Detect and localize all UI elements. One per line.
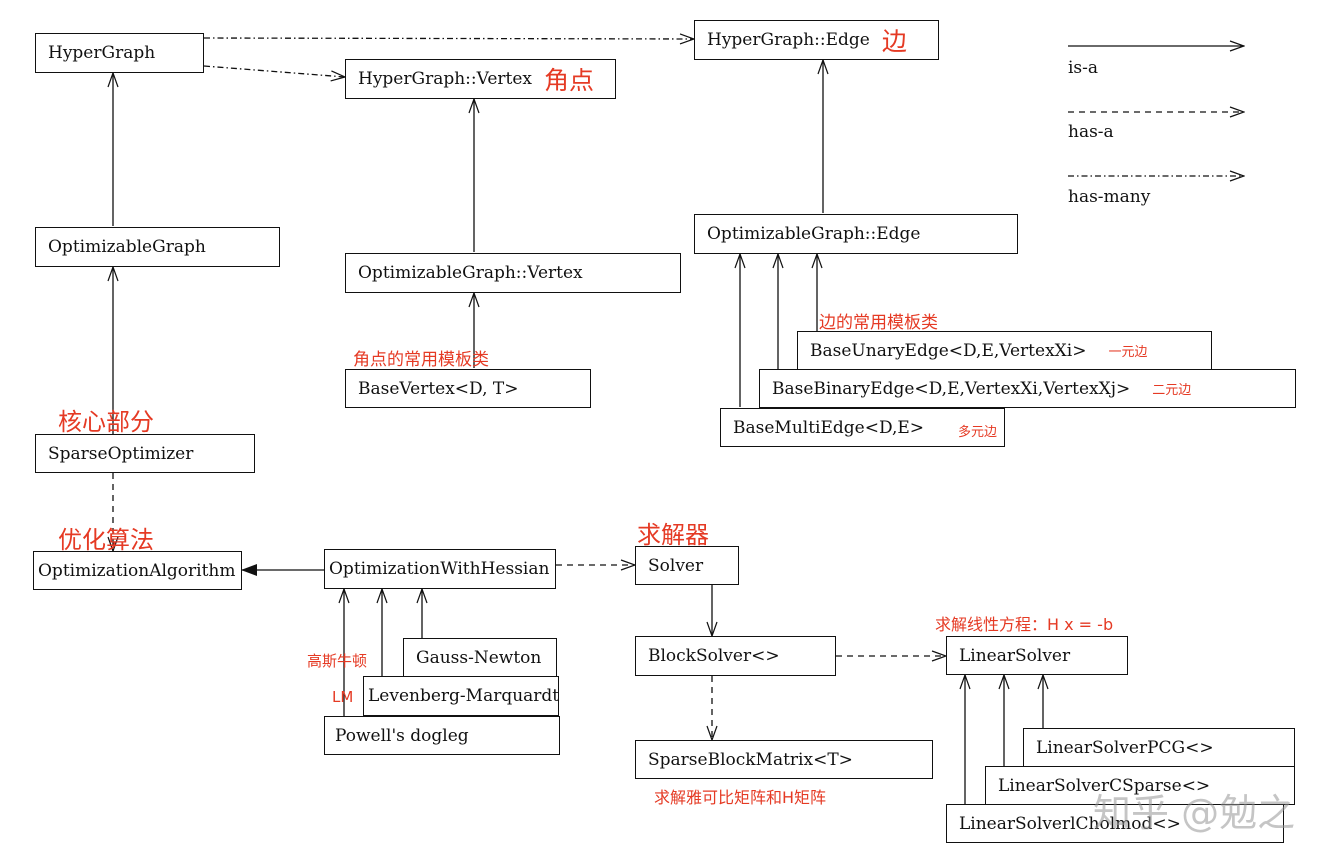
node-label: BaseBinaryEdge<D,E,VertexXi,VertexXj> xyxy=(772,378,1131,399)
node-label: OptimizableGraph::Edge xyxy=(707,224,921,244)
node-linear-solver-pcg[interactable]: LinearSolverPCG<> xyxy=(1023,728,1295,767)
annotation-jacobian: 求解雅可比矩阵和H矩阵 xyxy=(654,788,827,807)
annotation-edge: 边 xyxy=(881,27,907,56)
legend-has-many: has-many xyxy=(1068,187,1151,207)
node-base-binary-edge[interactable]: BaseBinaryEdge<D,E,VertexXi,VertexXj> 二元边 xyxy=(759,369,1296,408)
node-label: BaseMultiEdge<D,E> xyxy=(733,417,925,438)
node-label: OptimizableGraph xyxy=(48,237,206,257)
node-label: BlockSolver<> xyxy=(648,646,780,666)
node-sparse-block-matrix[interactable]: SparseBlockMatrix<T> xyxy=(635,740,933,779)
node-label: LinearSolverPCG<> xyxy=(1036,737,1214,758)
annotation-linear-equation: 求解线性方程：H x = -b xyxy=(935,615,1114,634)
annotation-vertex-templates: 角点的常用模板类 xyxy=(353,350,489,370)
node-label: HyperGraph::Vertex xyxy=(358,69,533,89)
legend-has-a: has-a xyxy=(1068,122,1114,142)
watermark: 知乎 @勉之 xyxy=(1093,791,1296,835)
node-base-vertex[interactable]: BaseVertex<D, T> xyxy=(345,369,591,408)
node-label: Powell's dogleg xyxy=(335,725,469,746)
node-optimization-with-hessian[interactable]: OptimizationWithHessian xyxy=(324,549,556,589)
node-hypergraph-edge[interactable]: HyperGraph::Edge 边 xyxy=(694,20,939,60)
node-label: OptimizationAlgorithm xyxy=(38,560,236,581)
node-optimizable-graph-edge[interactable]: OptimizableGraph::Edge xyxy=(694,214,1018,254)
edge-hypergraph-hgedge xyxy=(203,38,694,39)
node-optimizable-graph[interactable]: OptimizableGraph xyxy=(35,227,280,267)
node-label: BaseVertex<D, T> xyxy=(358,378,519,399)
annotation-lm: LM xyxy=(332,688,354,706)
node-base-multi-edge[interactable]: BaseMultiEdge<D,E> 多元边 xyxy=(720,408,1005,447)
annotation-solver: 求解器 xyxy=(637,521,709,549)
annotation-binary: 二元边 xyxy=(1152,383,1192,398)
node-label: LinearSolverCSparse<> xyxy=(998,775,1211,796)
node-optimization-algorithm[interactable]: OptimizationAlgorithm xyxy=(33,551,242,590)
annotation-optimization-algorithm: 优化算法 xyxy=(58,526,154,554)
node-label: Gauss-Newton xyxy=(416,647,542,668)
node-label: SparseOptimizer xyxy=(48,443,194,464)
node-label: LinearSolver xyxy=(959,645,1071,666)
node-linear-solver[interactable]: LinearSolver xyxy=(946,636,1128,675)
node-base-unary-edge[interactable]: BaseUnaryEdge<D,E,VertexXi> 一元边 xyxy=(797,331,1212,370)
node-label: LinearSolverlCholmod<> xyxy=(959,813,1181,834)
node-hypergraph[interactable]: HyperGraph xyxy=(35,33,204,73)
node-label: Levenberg-Marquardt xyxy=(368,686,560,706)
node-levenberg-marquardt[interactable]: Levenberg-Marquardt xyxy=(363,676,559,716)
annotation-gauss-newton: 高斯牛顿 xyxy=(307,652,368,670)
node-linear-solver-cholmod[interactable]: LinearSolverlCholmod<> xyxy=(946,804,1284,843)
annotation-unary: 一元边 xyxy=(1108,345,1148,360)
node-sparse-optimizer[interactable]: SparseOptimizer xyxy=(35,434,255,473)
node-label: Solver xyxy=(648,555,704,576)
node-label: OptimizableGraph::Vertex xyxy=(358,263,583,283)
node-powell-dogleg[interactable]: Powell's dogleg xyxy=(324,716,560,755)
node-label: BaseUnaryEdge<D,E,VertexXi> xyxy=(810,340,1087,361)
node-gauss-newton[interactable]: Gauss-Newton xyxy=(403,638,557,677)
annotation-edge-templates: 边的常用模板类 xyxy=(819,313,938,333)
node-linear-solver-csparse[interactable]: LinearSolverCSparse<> xyxy=(985,766,1295,805)
legend-is-a: is-a xyxy=(1068,58,1099,78)
node-solver[interactable]: Solver xyxy=(635,546,739,585)
node-optimizable-graph-vertex[interactable]: OptimizableGraph::Vertex xyxy=(345,253,681,293)
node-hypergraph-vertex[interactable]: HyperGraph::Vertex 角点 xyxy=(345,59,616,99)
node-label: HyperGraph xyxy=(48,43,156,63)
annotation-vertex: 角点 xyxy=(544,66,595,95)
annotation-multi: 多元边 xyxy=(958,425,998,440)
node-block-solver[interactable]: BlockSolver<> xyxy=(635,636,836,676)
node-label: OptimizationWithHessian xyxy=(329,559,550,579)
annotation-core: 核心部分 xyxy=(58,408,154,436)
node-label: HyperGraph::Edge xyxy=(707,30,870,50)
edge-hypergraph-hgvertex xyxy=(203,65,345,77)
node-label: SparseBlockMatrix<T> xyxy=(648,749,853,770)
